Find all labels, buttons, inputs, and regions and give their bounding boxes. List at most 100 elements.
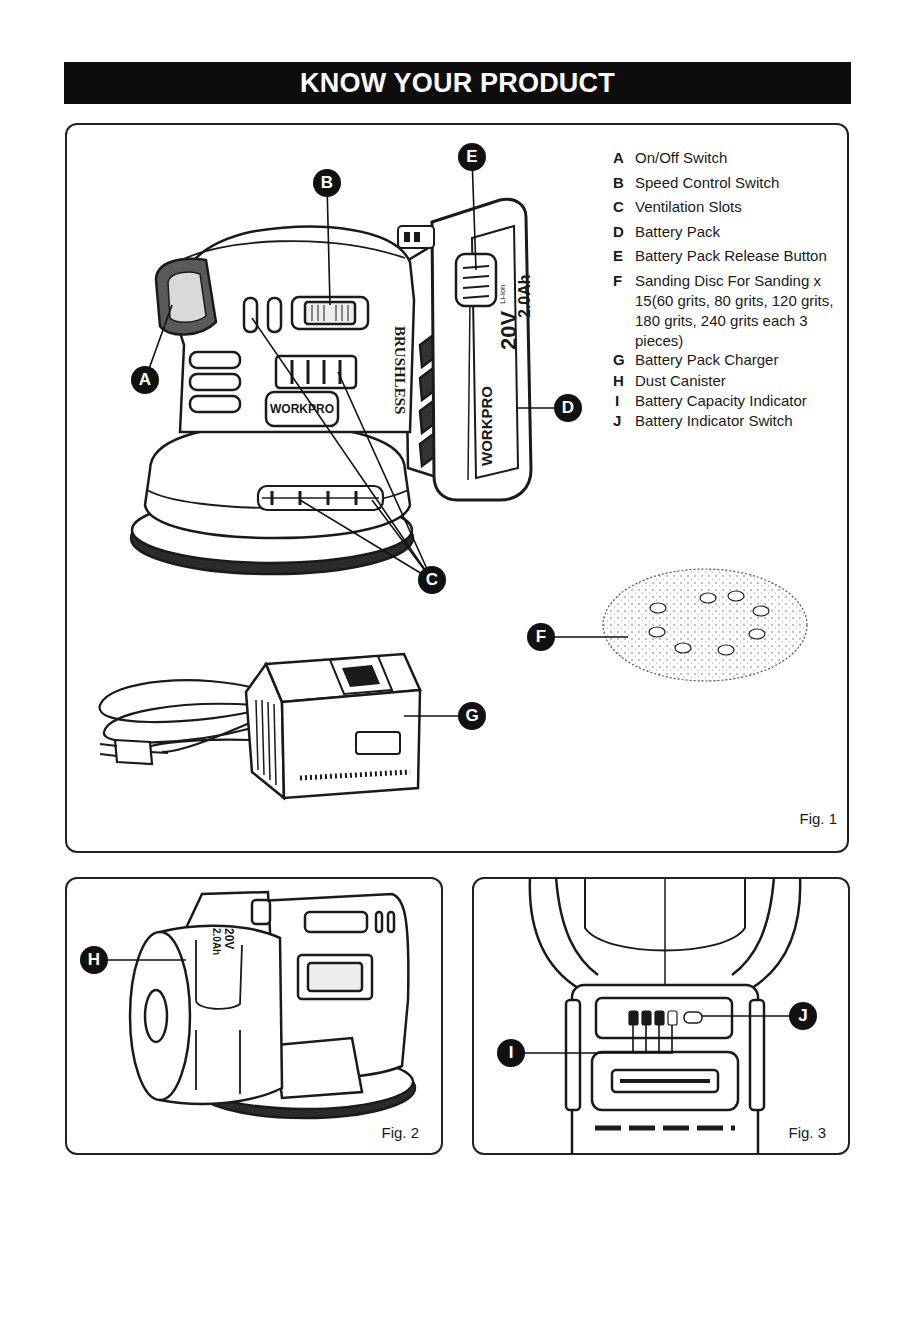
callout-disc [131,366,159,394]
fig3-battery-base [655,1011,664,1025]
fig3-battery-base [620,1079,710,1083]
dust-canister [276,1038,362,1098]
callout-disc [418,566,446,594]
sanding-disc [603,569,807,681]
sander-body [190,396,240,412]
dust-canister [130,932,190,1100]
callout-letter: B [613,173,624,193]
charger-cord [100,680,262,764]
product-marking: BRUSHLESS [391,326,408,414]
charger-body [246,654,420,798]
callout-letter: E [613,246,623,266]
part-name: Speed Control Switch [635,173,850,193]
leader-line [145,157,628,716]
charger-cord [115,740,152,764]
callout-letter: C [613,197,624,217]
charger-cord [162,722,252,752]
figure-panel: Fig. 2H [65,877,443,1155]
charger-cord [104,704,255,743]
dust-canister [145,990,167,1042]
callout-letter: G [458,702,486,730]
figure-number: Fig. 1 [799,810,837,827]
fig3-battery-base [592,1052,738,1110]
battery-pack [398,199,531,500]
charger-body [262,700,264,775]
fig3-battery-base [732,879,774,975]
charger-body [330,656,392,694]
fig2-sander [308,963,362,991]
callout-circle: I [497,1039,525,1067]
fig3-battery-base [642,1011,651,1025]
sander-body [176,227,414,432]
fig2-sander [252,900,270,924]
fig2-sander [298,955,372,999]
sanding-disc [649,627,665,637]
charger-cord [146,740,252,752]
battery-pack [398,226,434,248]
leader-line [658,1025,660,1053]
figure-number: Fig. 3 [788,1124,826,1141]
sander-body [190,352,240,368]
callout-letter: C [418,566,446,594]
fig3-battery-base [596,998,732,1038]
charger-body [300,772,410,778]
callout-letter: F [527,623,555,651]
callout-letter: H [613,371,624,391]
callout-circle: J [789,1002,817,1030]
charger-cord [100,744,117,746]
fig2-sander [388,912,394,932]
callout-letter: B [313,169,341,197]
battery-pack [404,232,410,242]
part-name: Sanding Disc For Sanding x 15(60 grits, … [635,271,847,351]
callout-disc [313,169,341,197]
callout-letter: F [613,271,622,291]
battery-pack [432,199,531,500]
fig3-battery-base [629,1011,638,1025]
fig3-battery-base [530,879,578,988]
callout-letter: I [615,391,619,411]
sanding-disc [718,645,734,655]
sander-body [318,305,319,321]
dust-canister [130,926,362,1104]
leader-line [472,157,476,270]
leader-line [702,1015,803,1017]
charger-body [342,665,380,687]
callout-disc [458,702,486,730]
charger-cord [100,754,117,756]
sander-body [276,356,356,388]
capacity-marking: 2.0Ah [211,928,222,955]
dust-canister [196,1030,240,1094]
callout-circle: E [458,143,486,171]
fig3-battery-base [556,879,598,975]
battery-release-button [463,286,489,288]
callout-letter: I [497,1039,525,1067]
fig3-battery-base [612,1070,718,1092]
charger-body [256,700,258,770]
callout-disc [458,143,486,171]
battery-pack [414,232,420,242]
leader-line [252,318,432,580]
figure-number: Fig. 2 [381,1124,419,1141]
sander-body [244,298,257,332]
fig3-battery-base [595,1126,735,1131]
leader-line [300,500,432,580]
part-name: On/Off Switch [635,148,850,168]
part-name: Battery Pack Charger [635,350,850,370]
leader-line [511,1052,673,1054]
charger-body [268,702,270,780]
charger-body [274,704,276,785]
fig3-battery-base [566,1000,580,1110]
sander-body [324,305,325,321]
callout-letter: J [789,1002,817,1030]
fig3-battery-base [664,879,666,988]
callout-letter: E [458,143,486,171]
part-name: Battery Capacity Indicator [635,391,850,411]
sander-body [307,360,310,384]
sanding-disc [675,643,691,653]
figure-panel: Fig. 1EBADCFG [65,123,849,853]
sander-body [312,305,313,321]
callout-disc [554,394,582,422]
brand-text: WORKPRO [268,399,336,419]
part-name: Battery Pack Release Button [635,246,850,266]
